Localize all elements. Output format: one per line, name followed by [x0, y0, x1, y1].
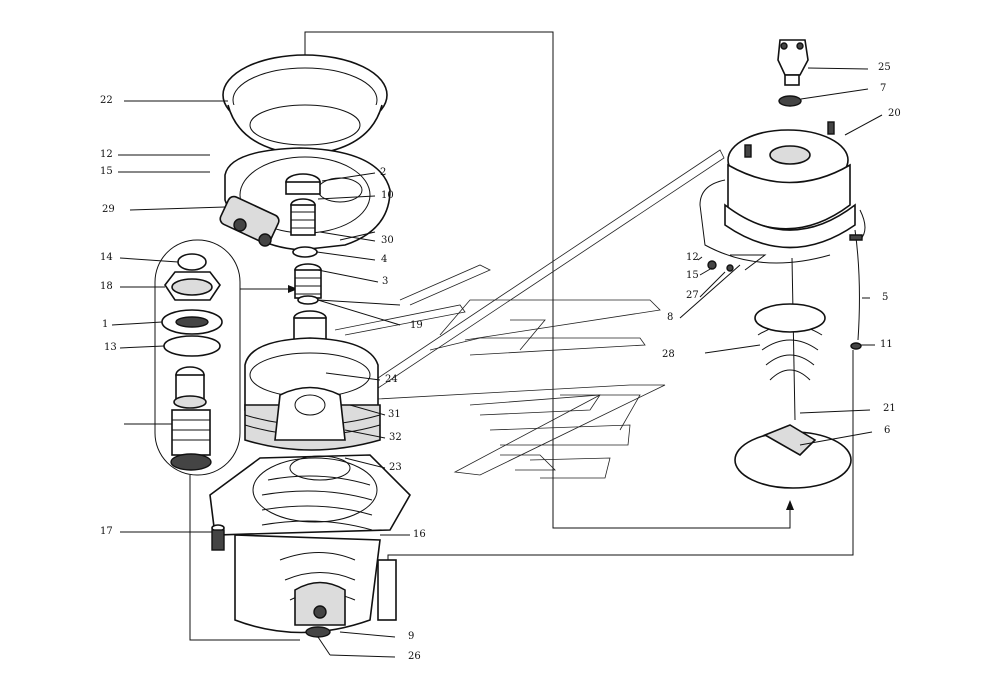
label-part-22: 22: [100, 95, 113, 106]
label-part-19: 19: [410, 320, 423, 331]
label-part-16: 16: [413, 529, 426, 540]
label-part-2: 2: [380, 167, 387, 178]
label-part-31: 31: [388, 409, 401, 420]
label-part-10: 10: [381, 190, 394, 201]
background-outline-mark: [334, 149, 725, 479]
capsule-group: [154, 239, 241, 476]
label-part-13: 13: [104, 342, 117, 353]
label-part-1: 1: [102, 319, 109, 330]
label-part-15-right: 15: [686, 270, 699, 281]
routing-lines: [189, 31, 854, 641]
label-part-11: 11: [880, 339, 893, 350]
label-part-15: 15: [100, 166, 113, 177]
label-part-17: 17: [100, 526, 113, 537]
label-part-12-right: 12: [686, 252, 699, 263]
label-part-29: 29: [102, 204, 115, 215]
label-part-5: 5: [882, 292, 889, 303]
label-part-21: 21: [883, 403, 896, 414]
diaphragm-22: [222, 54, 388, 156]
label-part-27: 27: [686, 290, 699, 301]
valve-stack: [285, 173, 322, 305]
label-part-4: 4: [381, 254, 388, 265]
label-part-30: 30: [381, 235, 394, 246]
lower-housing-16: [209, 454, 411, 638]
label-part-9: 9: [408, 631, 415, 642]
label-part-3: 3: [382, 276, 389, 287]
leader-lines: [111, 67, 883, 658]
label-part-8: 8: [667, 312, 674, 323]
label-part-6: 6: [884, 425, 891, 436]
label-part-25: 25: [878, 62, 891, 73]
label-part-32: 32: [389, 432, 402, 443]
label-part-12: 12: [100, 149, 113, 160]
label-part-28: 28: [662, 349, 675, 360]
main-housing-24: [244, 310, 381, 451]
label-part-7: 7: [880, 83, 887, 94]
label-part-18: 18: [100, 281, 113, 292]
label-part-23: 23: [389, 462, 402, 473]
label-part-24: 24: [385, 374, 398, 385]
label-part-14: 14: [100, 252, 113, 263]
label-part-26: 26: [408, 651, 421, 662]
brake-chamber-20: [699, 39, 866, 489]
label-part-20: 20: [888, 108, 901, 119]
